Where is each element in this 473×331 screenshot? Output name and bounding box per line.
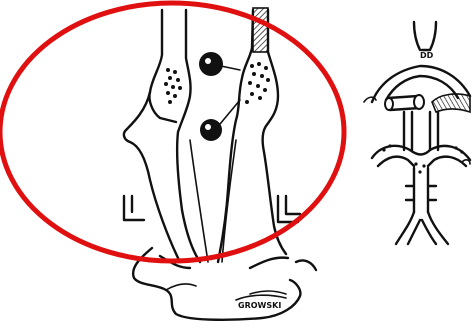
schematic-bifurcation [396,212,448,244]
right-dotted-cluster [245,62,270,104]
schematic-dots [382,144,463,173]
artist-signature: GROWSKI [236,295,286,310]
schematic-hatched-vessel [432,94,470,112]
left-dotted-cluster [164,68,182,104]
hatched-vessel-segment [253,8,268,52]
central-trunk-lines [190,140,236,262]
aortic-arch-inner [166,284,286,294]
schematic-top-vessels [414,22,436,50]
left-vessel-drawing: GROWSKI [124,8,316,320]
left-vessel-lower-outline [124,92,180,262]
schematic-shunt-tube [385,95,424,110]
schematic-central-trunk [406,168,436,212]
right-vessel-outline [218,10,286,262]
right-schematic-drawing: DD [364,22,470,244]
left-vessel-outline [149,10,200,262]
left-lower-branch [124,196,144,220]
highlight-circle [0,3,344,261]
schematic-descending-vessels [404,112,438,150]
upper-nodule [199,52,240,76]
ductal-label: DD [420,51,434,60]
signature-text: GROWSKI [238,301,281,310]
